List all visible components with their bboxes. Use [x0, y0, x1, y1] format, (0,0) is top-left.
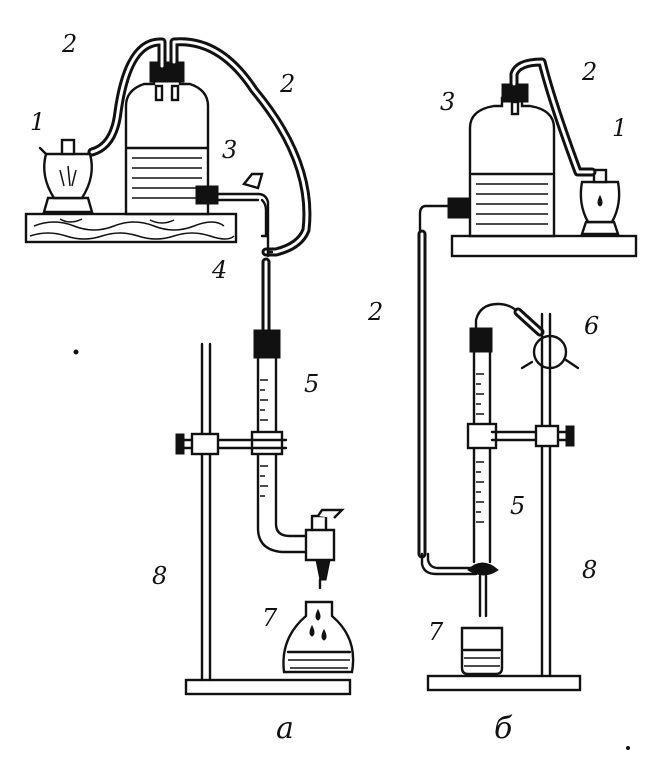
caption-a: а: [276, 711, 294, 746]
label-8-stand-a: 8: [152, 562, 167, 590]
bottle-3-b: [468, 83, 556, 238]
stray-dot: [73, 349, 79, 355]
stand-8-b: [426, 312, 582, 692]
flask-7-a: [282, 600, 355, 674]
caption-b: б: [494, 711, 513, 746]
stand-8-a: [175, 342, 352, 696]
label-3-bottle-a: 3: [222, 136, 237, 164]
label-3-bottle-b: 3: [440, 88, 455, 116]
shelf-a: [24, 212, 238, 244]
panel-b: 2 3 1 2 6 5 8 7 б: [367, 57, 638, 746]
label-5-burette-b: 5: [510, 492, 525, 520]
burette-5-b: [466, 327, 499, 618]
bottle-3-a: [124, 61, 210, 216]
label-2-hose-side-b: 2: [367, 298, 383, 326]
label-2-hose-right-a: 2: [279, 70, 295, 98]
label-2-hose-top-b: 2: [581, 58, 597, 86]
beaker-7-b: [460, 626, 504, 676]
overflow-tube-b: [474, 302, 545, 337]
hose-2-side-b: [417, 204, 478, 576]
tee-4-a: [260, 234, 274, 337]
panel-a: 2 2 1 3 4 5 8 7 а: [24, 30, 355, 746]
label-4-tee-a: 4: [211, 256, 227, 284]
hoses-2-a: [87, 37, 312, 257]
label-1-absorber-b: 1: [612, 114, 627, 142]
label-1-absorber-a: 1: [30, 108, 45, 136]
label-8-stand-b: 8: [582, 556, 597, 584]
shelf-b: [450, 234, 638, 258]
stray-dot: [626, 746, 630, 750]
label-5-burette-a: 5: [304, 370, 319, 398]
stopcock-a: [304, 508, 345, 590]
absorber-1-a: [38, 138, 98, 214]
bottle-outlet-b: [447, 197, 471, 219]
label-2-hose-left-a: 2: [61, 30, 77, 58]
label-6-bulb-b: 6: [584, 312, 599, 340]
absorber-1-b: [579, 168, 621, 236]
bottle-tap-a: [195, 172, 270, 238]
label-7-flask-a: 7: [262, 604, 278, 632]
burette-5-a: [250, 329, 310, 554]
label-7-beaker-b: 7: [428, 618, 444, 646]
